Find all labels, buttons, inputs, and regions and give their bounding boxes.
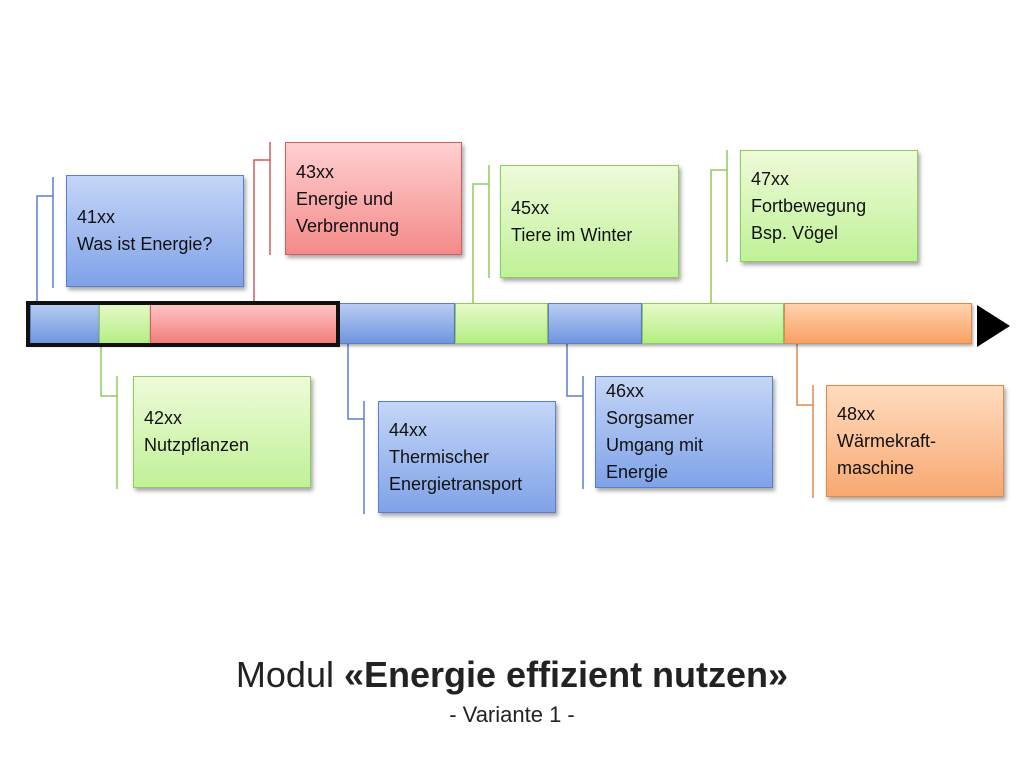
module-title-line: Tiere im Winter [511,224,633,245]
connector-41 [36,177,54,318]
module-code: 46xx [606,381,645,401]
highlight-frame [26,301,340,347]
module-title-line: Nutzpflanzen [144,435,250,455]
timeline-segment-46 [548,303,642,344]
page-title: Modul «Energie effizient nutzen» [0,650,1024,700]
module-title-line: Sorgsamer [606,408,695,428]
page-title-prefix: Modul [235,654,344,695]
module-code: 42xx [144,408,183,428]
timeline-segment-43 [150,303,338,344]
timeline-arrow-icon [977,305,1010,347]
timeline-segment-48 [784,303,972,344]
module-box-48: 48xx Wärmekraft- maschine [826,385,1004,497]
module-title-line: Was ist Energie? [77,234,213,254]
page-title-emphasis: «Energie effizient nutzen» [343,654,789,695]
module-code: 43xx [296,162,335,182]
module-box-45: 45xx Tiere im Winter [500,165,679,278]
module-code: 48xx [837,403,876,424]
module-title-line: Verbrennung [296,216,400,236]
module-title-line: Energie und [296,189,394,209]
timeline-segment-45 [455,303,548,344]
module-code: 47xx [751,168,790,189]
module-title-line: maschine [837,457,915,478]
connector-45 [472,165,490,322]
module-box-41: 41xx Was ist Energie? [66,175,244,287]
module-box-44: 44xx Thermischer Energietransport [378,401,556,513]
timeline-segment-44 [338,303,455,344]
module-title-line: Wärmekraft- [837,430,936,451]
module-box-42: 42xx Nutzpflanzen [133,376,311,488]
module-title-line: Thermischer [389,446,490,467]
module-title-line: Bsp. Vögel [751,222,839,243]
connector-47 [710,150,728,320]
module-title-line: Energietransport [389,473,523,494]
timeline-segment-41 [30,303,100,344]
page-subtitle: - Variante 1 - [449,702,575,727]
timeline-segment-47 [642,303,784,344]
module-box-46: 46xx Sorgsamer Umgang mit Energie [595,376,773,488]
module-title-line: Umgang mit [606,435,704,455]
title-block: Modul «Energie effizient nutzen» - Varia… [0,650,1024,730]
module-box-47: 47xx Fortbewegung Bsp. Vögel [740,150,918,262]
connector-43 [253,142,271,318]
module-title-line: Energie [606,462,669,482]
module-code: 45xx [511,197,550,218]
module-box-43: 43xx Energie und Verbrennung [285,142,462,255]
module-code: 41xx [77,207,116,227]
module-code: 44xx [389,419,428,440]
module-title-line: Fortbewegung [751,195,867,216]
